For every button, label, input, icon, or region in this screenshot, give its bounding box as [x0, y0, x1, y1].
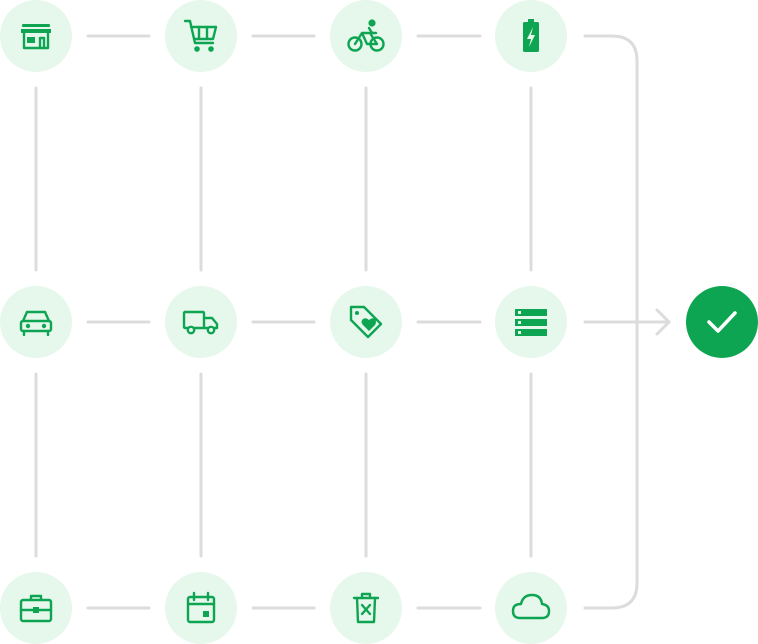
node-shopping-cart [165, 0, 237, 72]
horizontal-connectors [86, 34, 482, 610]
node-cloud [495, 572, 567, 644]
result-node [686, 286, 758, 358]
node-bicycle [330, 0, 402, 72]
calendar-icon [186, 591, 216, 624]
price-tag-heart-icon [349, 305, 383, 339]
cloud-icon [511, 593, 551, 620]
checkmark-icon [707, 311, 737, 333]
storefront-icon [21, 24, 51, 50]
shopping-cart-icon [183, 19, 218, 52]
delivery-truck-icon [182, 310, 219, 335]
merge-connector [583, 34, 672, 610]
node-briefcase [0, 572, 72, 644]
trash-bin-icon [352, 592, 380, 624]
vertical-connectors [34, 86, 533, 558]
node-server-rack [495, 286, 567, 358]
node-battery-charging [495, 0, 567, 72]
car-icon [19, 310, 53, 337]
battery-charging-icon [523, 19, 539, 52]
briefcase-icon [19, 594, 53, 623]
bicycle-icon [347, 19, 385, 52]
node-trash [330, 572, 402, 644]
node-price-tag [330, 286, 402, 358]
node-delivery-truck [165, 286, 237, 358]
node-car [0, 286, 72, 358]
node-calendar [165, 572, 237, 644]
server-rack-icon [515, 309, 547, 336]
node-storefront [0, 0, 72, 72]
